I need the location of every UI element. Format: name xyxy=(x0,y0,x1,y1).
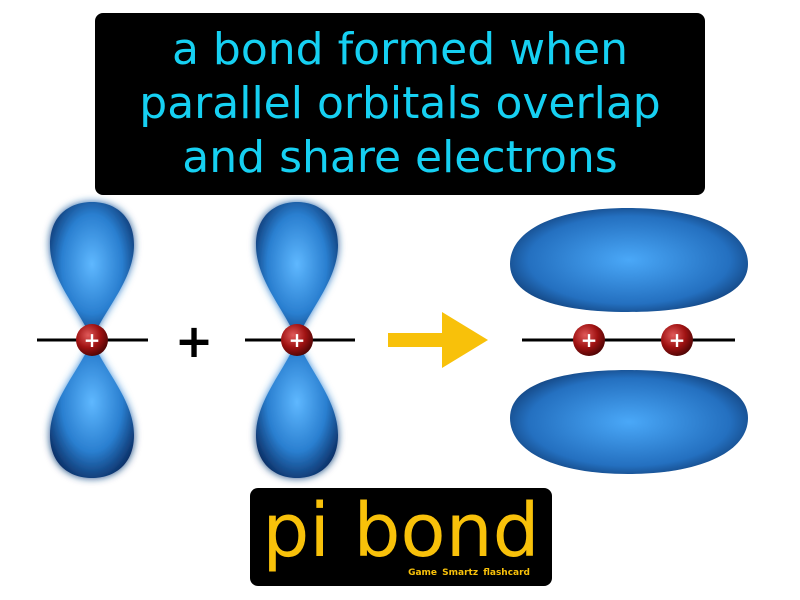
bonded-nucleus-2 xyxy=(661,324,693,356)
reaction-arrow-icon xyxy=(388,312,488,368)
left-orbital-top-lobe xyxy=(50,202,134,340)
right-orbital-top-lobe xyxy=(256,202,338,340)
right-nucleus-symbol: + xyxy=(289,328,306,352)
definition-line-1: a bond formed when xyxy=(171,24,628,75)
bonded-nucleus-1 xyxy=(573,324,605,356)
definition-box: a bond formed when parallel orbitals ove… xyxy=(95,13,705,195)
pi-cloud-top xyxy=(510,208,748,312)
right-p-orbital: + xyxy=(245,202,355,478)
pi-cloud-bottom xyxy=(510,370,748,474)
flashcard-credit: Game Smartz flashcard xyxy=(408,568,530,578)
bonded-nucleus-2-symbol: + xyxy=(669,328,686,352)
term-box: pi bond Game Smartz flashcard xyxy=(250,488,552,586)
right-nucleus xyxy=(281,324,313,356)
definition-line-2: parallel orbitals overlap xyxy=(139,78,661,129)
left-nucleus-symbol: + xyxy=(84,328,101,352)
left-orbital-bottom-lobe xyxy=(50,340,134,478)
definition-line-3: and share electrons xyxy=(182,132,618,183)
term-title: pi bond xyxy=(262,488,540,574)
pi-bond-result: + + xyxy=(510,208,748,474)
plus-sign: + xyxy=(175,314,214,368)
left-p-orbital: + xyxy=(37,202,148,478)
bonded-nucleus-1-symbol: + xyxy=(581,328,598,352)
right-orbital-bottom-lobe xyxy=(256,340,338,478)
left-nucleus xyxy=(76,324,108,356)
